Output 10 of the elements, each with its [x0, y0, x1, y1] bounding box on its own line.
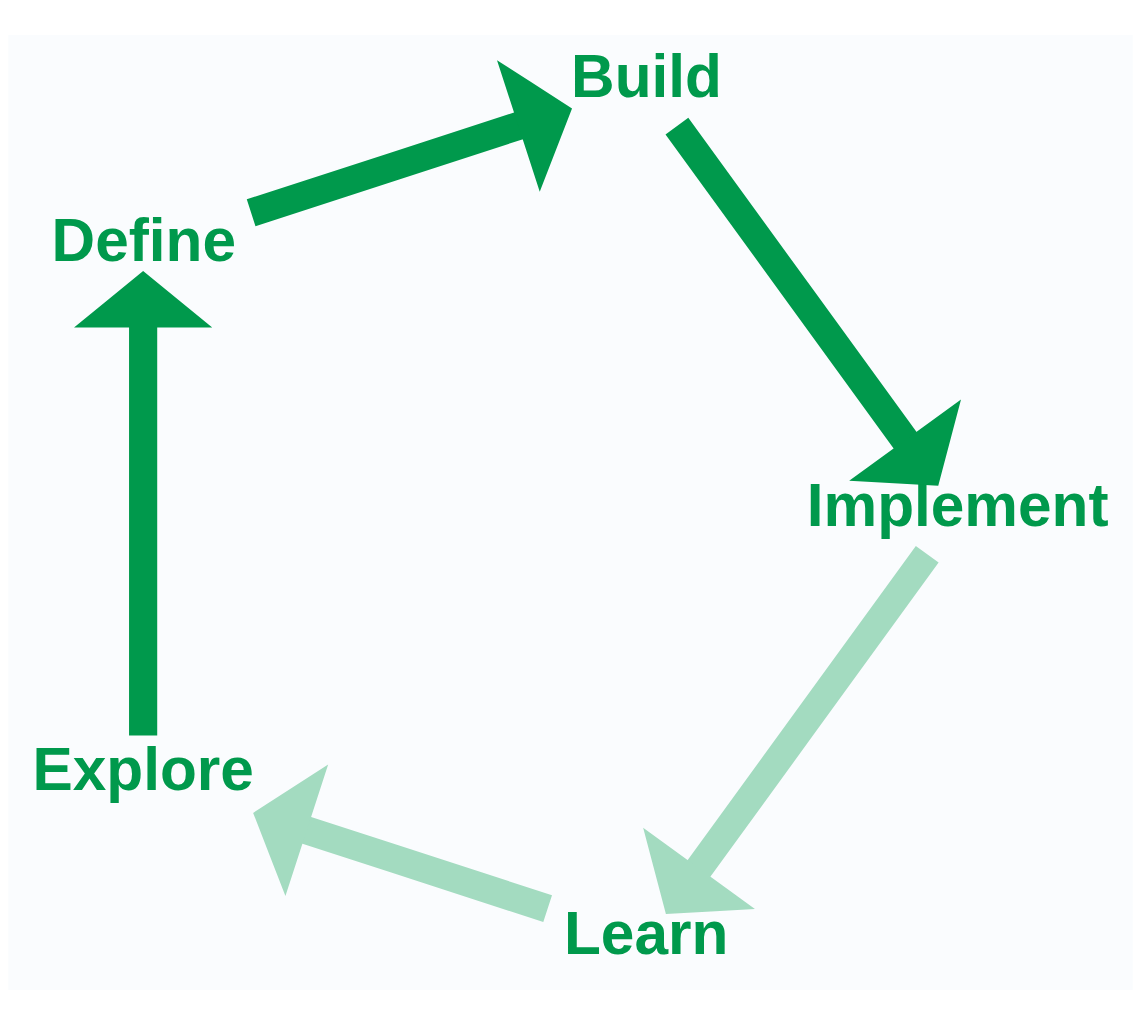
arrow [246, 59, 573, 226]
node-text: Build [571, 41, 722, 110]
node-text: Learn [564, 898, 729, 967]
arrow [665, 117, 961, 486]
node-text: Define [51, 205, 237, 274]
arrow [643, 545, 939, 914]
node-text: Implement [806, 470, 1109, 539]
arrow [74, 270, 213, 736]
arrow [253, 764, 552, 922]
node-text: Explore [32, 734, 254, 803]
